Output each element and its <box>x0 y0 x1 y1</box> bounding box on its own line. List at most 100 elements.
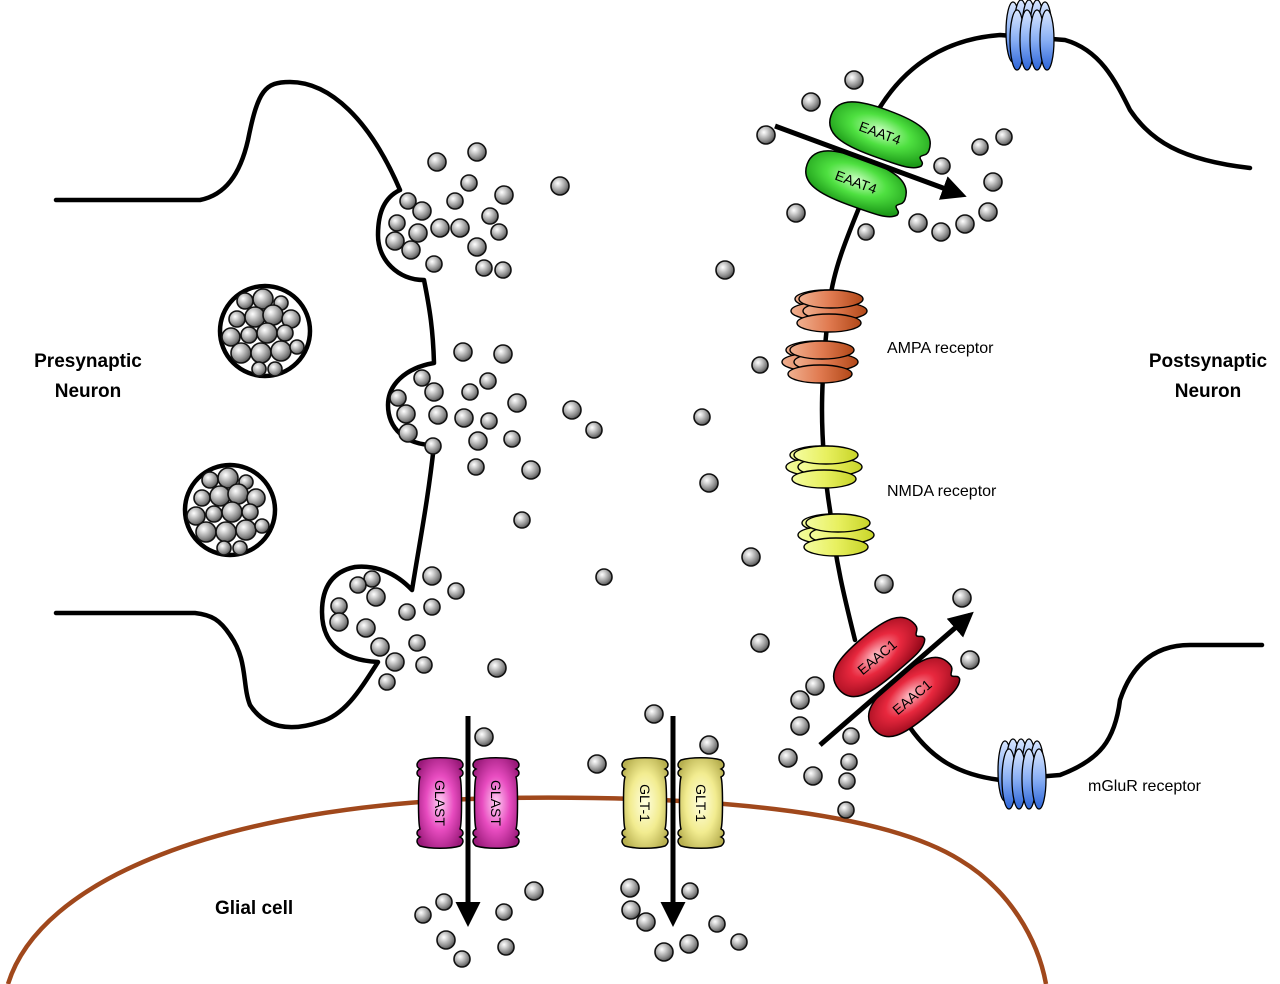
glutamate-molecule <box>228 310 246 328</box>
glutamate-molecule <box>267 361 283 377</box>
glutamate-molecule <box>435 893 453 911</box>
glutamate-molecule <box>494 261 512 279</box>
eaac1-transport-arrow <box>818 611 974 747</box>
glutamate-molecule <box>468 431 488 451</box>
glutamate-molecule <box>408 223 428 243</box>
glt1-label-right: GLT-1 <box>693 784 709 822</box>
presynaptic-neuron: Presynaptic Neuron <box>34 79 437 730</box>
glutamate-molecule <box>493 344 513 364</box>
nmda-label: NMDA receptor <box>887 483 997 500</box>
glutamate-molecule <box>693 408 711 426</box>
glutamate-molecule <box>550 176 570 196</box>
glutamate-molecule <box>803 766 823 786</box>
glutamate-molecule <box>216 540 232 556</box>
ampa-receptor-upper <box>790 289 868 333</box>
glutamate-molecule <box>844 70 864 90</box>
glutamate-molecule <box>978 202 998 222</box>
glutamate-molecule <box>750 633 770 653</box>
glutamate-molecule <box>756 125 776 145</box>
glutamate-molecule <box>524 881 544 901</box>
glutamate-molecule <box>412 201 432 221</box>
glutamate-molecule <box>450 218 470 238</box>
glutamate-molecule <box>385 231 405 251</box>
glast-label-right: GLAST <box>488 780 504 826</box>
glutamate-molecule <box>931 222 951 242</box>
ampa-receptor-lower <box>781 340 859 384</box>
glutamate-molecule <box>842 727 860 745</box>
glutamate-molecule <box>349 576 367 594</box>
glutamate-molecule <box>995 128 1013 146</box>
glutamate-molecule <box>487 658 507 678</box>
glutamate-molecule <box>454 408 474 428</box>
glutamate-molecule <box>389 389 407 407</box>
glutamate-molecule <box>235 519 257 541</box>
glutamate-molecule <box>270 340 292 362</box>
glutamate-molecule <box>587 754 607 774</box>
glutamate-molecule <box>399 192 417 210</box>
synaptic-vesicle <box>182 462 278 558</box>
glutamate-molecule <box>408 634 426 652</box>
glutamate-molecule <box>330 597 348 615</box>
glutamate-molecule <box>481 207 499 225</box>
receptor-subunit <box>791 469 857 489</box>
glutamate-molecule <box>428 405 448 425</box>
glutamate-molecule <box>422 566 442 586</box>
glutamate-molecule <box>857 223 875 241</box>
glutamate-molecule <box>681 882 699 900</box>
glutamate-molecule <box>585 421 603 439</box>
receptor-subunit <box>805 513 871 533</box>
glutamate-molecule <box>644 704 664 724</box>
glutamate-molecule <box>467 237 487 257</box>
glutamate-molecule <box>215 521 237 543</box>
receptor-subunit <box>793 445 859 465</box>
glutamate-molecule <box>186 506 206 526</box>
glutamate-molecule <box>562 400 582 420</box>
glutamate-molecule <box>679 934 699 954</box>
glutamate-molecule <box>708 915 726 933</box>
glutamate-molecule <box>495 903 513 921</box>
glutamate-molecule <box>467 458 485 476</box>
nmda-receptor-lower <box>797 513 875 557</box>
glutamate-molecule <box>595 568 613 586</box>
glutamate-molecule <box>952 588 972 608</box>
glial-cell-label: Glial cell <box>215 898 293 919</box>
glutamate-molecule <box>329 612 349 632</box>
glutamate-molecule <box>356 618 376 638</box>
postsynaptic-label-line2: Neuron <box>1175 381 1242 402</box>
mglur-receptor-top <box>1005 0 1055 71</box>
glutamate-molecule <box>436 930 456 950</box>
glutamate-molecule <box>838 772 856 790</box>
glutamate-molecule <box>398 423 418 443</box>
glt1-transporter-right: GLT-1 <box>677 757 725 849</box>
eaac1-transporter-upper: EAAC1 <box>833 616 926 698</box>
receptor-subunit <box>796 313 862 333</box>
glutamate-molecule <box>801 92 821 112</box>
glt1-label-left: GLT-1 <box>637 784 653 822</box>
glutamate-molecule <box>461 383 479 401</box>
glutamate-molecule <box>236 292 254 310</box>
glutamate-molecules <box>329 70 1013 968</box>
glutamate-molecule <box>262 304 284 326</box>
receptor-subunit <box>789 340 855 360</box>
mglur-subunit <box>1031 748 1047 810</box>
glutamate-molecule <box>636 912 656 932</box>
synaptic-vesicle <box>217 283 313 379</box>
receptor-subunit <box>803 537 869 557</box>
eaat4-transport-arrow <box>774 123 967 200</box>
glutamate-molecule <box>467 142 487 162</box>
glutamate-molecule <box>474 727 494 747</box>
glutamate-molecule <box>460 174 478 192</box>
receptor-subunit <box>798 289 864 309</box>
glutamate-molecule <box>507 393 527 413</box>
glutamate-molecule <box>240 326 258 344</box>
postsynaptic-label-line1: Postsynaptic <box>1149 351 1268 372</box>
glutamate-molecule <box>908 213 928 233</box>
postsynaptic-membrane-middle <box>819 177 873 643</box>
glutamate-molecule <box>251 361 267 377</box>
glutamate-molecule <box>497 938 515 956</box>
glutamate-molecule <box>256 322 278 344</box>
glutamate-molecule <box>730 933 748 951</box>
glutamate-molecule <box>955 214 975 234</box>
glutamate-molecule <box>252 288 274 310</box>
